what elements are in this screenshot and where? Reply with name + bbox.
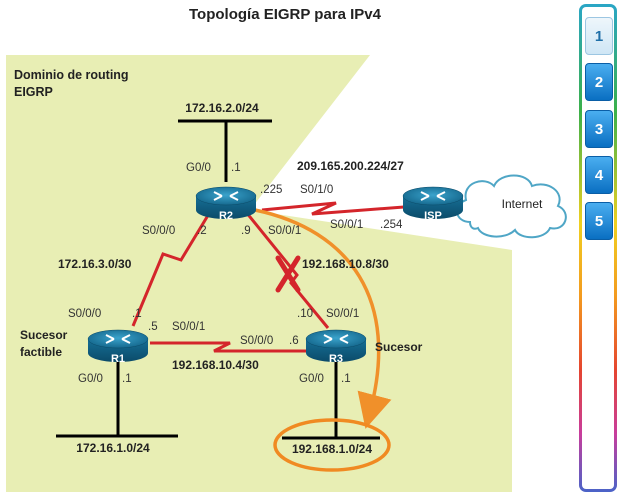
r2-g00-ip: .1	[231, 162, 241, 174]
link-r2-isp	[261, 201, 405, 216]
slide-nav: 1 2 3 4 5	[579, 4, 617, 492]
network-wan-isp: 209.165.200.224/27	[297, 159, 404, 173]
network-r3-lan: 192.168.1.0/24	[292, 442, 372, 456]
nav-button-3[interactable]: 3	[585, 110, 613, 148]
router-r3-label: R3	[329, 353, 343, 365]
r1-g00-label: G0/0	[78, 373, 103, 385]
r2-g00-label: G0/0	[186, 162, 211, 174]
link-r1-r2	[131, 211, 212, 327]
router-r3-icon	[305, 329, 367, 362]
r1-5-label: .5	[148, 321, 158, 333]
router-isp-label: ISP	[424, 210, 442, 222]
successor-path-arrow	[254, 208, 392, 429]
r3-6-label: .6	[289, 335, 299, 347]
r2-s001-label: S0/0/1	[268, 225, 301, 237]
router-r1-label: R1	[111, 353, 125, 365]
network-r2-lan: 172.16.2.0/24	[185, 101, 259, 115]
nav-button-4[interactable]: 4	[585, 156, 613, 194]
router-r1-icon	[87, 329, 149, 362]
feasible-successor-line2: factible	[20, 345, 62, 359]
r1-g00-ip: .1	[122, 373, 132, 385]
network-r1-r3: 192.168.10.4/30	[172, 358, 259, 372]
nav-button-5[interactable]: 5	[585, 202, 613, 240]
feasible-successor-line1: Sucesor	[20, 328, 68, 342]
r2-s000-label: S0/0/0	[142, 225, 175, 237]
eigrp-domain-area	[6, 55, 512, 492]
r1-s000-label: S0/0/0	[68, 308, 101, 320]
r3-g00-ip: .1	[341, 373, 351, 385]
destination-highlight-ring	[273, 418, 391, 472]
nav-button-1[interactable]: 1	[585, 17, 613, 55]
network-r2-r3: 192.168.10.8/30	[302, 257, 389, 271]
internet-label: Internet	[502, 197, 543, 211]
r3-g00-label: G0/0	[299, 373, 324, 385]
domain-label-line2: EIGRP	[14, 85, 53, 99]
isp-s001-label: S0/0/1	[330, 219, 363, 231]
link-r1-r3	[150, 341, 306, 353]
r2-2-label: .2	[197, 225, 207, 237]
router-r2-icon	[195, 186, 257, 219]
r2-225-label: .225	[260, 184, 282, 196]
router-r2-label: R2	[219, 210, 233, 222]
successor-label: Sucesor	[375, 340, 423, 354]
r3-10-label: .10	[297, 308, 313, 320]
domain-label-line1: Dominio de routing	[14, 68, 129, 82]
r3-s001-label: S0/0/1	[326, 308, 359, 320]
router-isp-icon	[402, 186, 464, 219]
internet-cloud-icon	[456, 174, 567, 239]
diagram-title: Topología EIGRP para IPv4	[189, 6, 381, 23]
r2-s010-label: S0/1/0	[300, 184, 333, 196]
network-r1-r2: 172.16.3.0/30	[58, 257, 132, 271]
r1-s001-label: S0/0/1	[172, 321, 205, 333]
r2-9-label: .9	[241, 225, 251, 237]
link-failure-x-icon	[275, 255, 301, 293]
network-r1-lan: 172.16.1.0/24	[76, 441, 150, 455]
r3-s000-label: S0/0/0	[240, 335, 273, 347]
isp-254-label: .254	[380, 219, 403, 231]
nav-button-2[interactable]: 2	[585, 63, 613, 101]
topology-diagram: Dominio de routing EIGRP Internet R2 R1	[6, 55, 567, 492]
r1-1-label: .1	[132, 308, 142, 320]
